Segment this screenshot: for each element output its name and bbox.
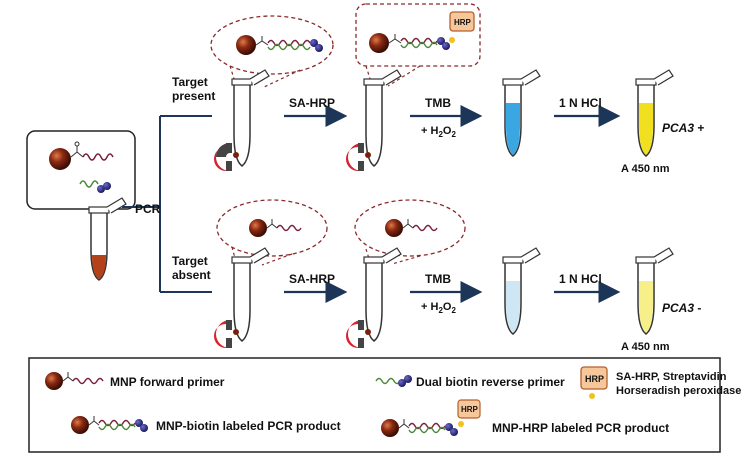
forward-primer-strand-icon <box>82 153 114 161</box>
mnp-bead-icon <box>49 148 71 170</box>
legend-hrp-tag: HRP <box>585 374 604 384</box>
mnp-bead-icon <box>236 35 256 55</box>
target-present-label-line1: Target <box>172 75 208 89</box>
magnet-icon <box>346 320 364 348</box>
legend-label-sa-hrp-line1: SA-HRP, Streptavidin <box>616 371 727 383</box>
h2o2-label-top: + H2O2 <box>421 125 456 139</box>
reverse-primer-strand-icon <box>79 180 99 188</box>
mnp-bead-icon <box>385 219 403 237</box>
legend-item-mnp-hrp-product: HRP MNP-HRP labeled PCR product <box>381 399 669 437</box>
tube-with-magnet-top-2 <box>346 69 402 171</box>
legend-item-mnp-biotin-product: MNP-biotin labeled PCR product <box>71 416 341 434</box>
legend-label-mnp-hrp-product: MNP-HRP labeled PCR product <box>492 421 669 435</box>
biotin-icon <box>97 185 105 193</box>
magnet-icon <box>214 143 232 171</box>
hcl-label-top: 1 N HCl <box>559 96 602 110</box>
legend-item-mnp-forward-primer: MNP forward primer <box>45 372 225 390</box>
biotin-icon <box>315 44 323 52</box>
mnp-bead-icon <box>45 372 63 390</box>
mnp-bead-icon <box>249 219 267 237</box>
biotin-icon <box>310 39 318 47</box>
magnet-icon <box>346 143 364 171</box>
hrp-enzyme-icon <box>580 366 608 390</box>
mnp-bead-icon <box>71 416 89 434</box>
biotin-icon <box>103 182 111 190</box>
magnet-icon <box>214 320 232 348</box>
target-absent-label-line1: Target <box>172 254 208 268</box>
bubble-mnp-primer-bottom-2 <box>354 199 466 265</box>
bubble-mnp-hrp-product-top: HRP <box>355 3 481 87</box>
tube-tmb-blue-top <box>502 69 541 157</box>
legend-item-sa-hrp: HRP SA-HRP, Streptavidin Horseradish per… <box>580 366 741 399</box>
target-absent-label-line2: absent <box>172 268 211 282</box>
bubble-mnp-biotin-product-top <box>210 15 334 89</box>
tmb-label-top: TMB <box>425 96 451 110</box>
sample-box <box>26 130 136 210</box>
pca3-negative-label: PCA3 - <box>662 301 701 315</box>
target-present-label-line2: present <box>172 89 215 103</box>
pcr-label: PCR <box>135 202 161 216</box>
tmb-label-bottom: TMB <box>425 272 451 286</box>
hrp-enzyme-icon <box>449 11 475 32</box>
tube-with-magnet-bottom-2 <box>346 247 402 348</box>
legend-box: MNP forward primer Dual biotin reverse p… <box>28 357 741 453</box>
tube-with-magnet-bottom-1 <box>214 247 270 348</box>
hrp-tag-label: HRP <box>454 18 472 27</box>
pcr-product-strand-icon <box>267 39 311 47</box>
streptavidin-icon <box>589 393 595 399</box>
sa-hrp-label-top: SA-HRP <box>289 96 335 110</box>
legend-label-dual-biotin-reverse-primer: Dual biotin reverse primer <box>416 375 565 389</box>
hcl-label-bottom: 1 N HCl <box>559 272 602 286</box>
a450-label-top: A 450 nm <box>621 163 670 175</box>
legend-hrp-tag-2: HRP <box>461 405 479 414</box>
mnp-bead-icon <box>369 33 389 53</box>
tube-yellow-negative <box>635 247 674 335</box>
streptavidin-icon <box>449 37 455 43</box>
tube-with-magnet-top-1 <box>214 69 270 171</box>
bubble-mnp-primer-bottom-1 <box>216 199 328 266</box>
legend-item-dual-biotin-reverse-primer: Dual biotin reverse primer <box>375 375 565 389</box>
tube-tmb-pale-bottom <box>502 247 541 335</box>
tube-yellow-positive <box>635 69 674 157</box>
branch-connector <box>122 115 212 293</box>
h2o2-label-bottom: + H2O2 <box>421 301 456 315</box>
biotin-icon <box>398 379 406 387</box>
pca3-positive-label: PCA3 + <box>662 121 704 135</box>
a450-label-bottom: A 450 nm <box>621 341 670 353</box>
legend-label-sa-hrp-line2: Horseradish peroxidase <box>616 385 741 397</box>
amide-linker-icon <box>70 141 84 158</box>
legend-label-mnp-biotin-product: MNP-biotin labeled PCR product <box>156 419 341 433</box>
legend-label-mnp-forward-primer: MNP forward primer <box>110 375 225 389</box>
hrp-enzyme-icon <box>457 399 481 419</box>
start-tube <box>88 197 127 281</box>
sa-hrp-label-bottom: SA-HRP <box>289 272 335 286</box>
mnp-bead-icon <box>381 419 399 437</box>
biotin-icon <box>404 375 412 383</box>
